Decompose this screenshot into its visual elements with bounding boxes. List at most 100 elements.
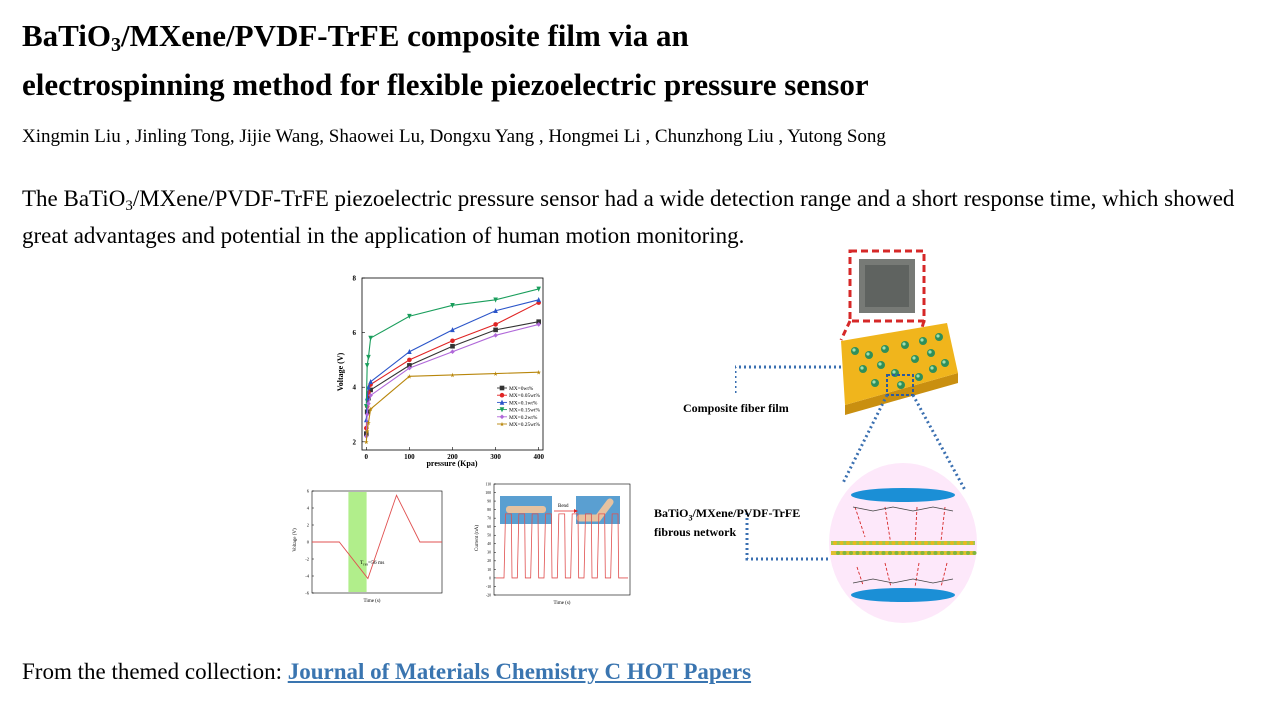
- data-point: [499, 385, 505, 391]
- current-pulse-line: [496, 513, 628, 579]
- chart-y-label: Current (nA): [475, 525, 480, 551]
- response-voltage-line: [312, 494, 442, 580]
- mxene-atom: [839, 541, 844, 545]
- data-point: [493, 297, 498, 303]
- author-list: Xingmin Liu , Jinling Tong, Jijie Wang, …: [22, 126, 886, 147]
- data-point: [536, 322, 541, 327]
- zoom-line-sphere-right: [911, 394, 967, 491]
- data-point: [450, 327, 455, 333]
- composite-film: [841, 323, 958, 405]
- particle-highlight: [878, 362, 882, 366]
- data-point: [536, 286, 541, 292]
- y-tick-label: 80: [487, 508, 491, 512]
- particle-highlight: [916, 374, 920, 378]
- mxene-atom: [878, 541, 883, 545]
- mxene-atom: [898, 541, 902, 545]
- chart-y-label: Voltage (V): [293, 528, 298, 552]
- mxene-atom: [865, 541, 870, 545]
- mxene-atom: [859, 541, 863, 545]
- y-tick-label: 0: [489, 576, 491, 580]
- response-shaded-band: [348, 492, 367, 592]
- data-point: [368, 393, 373, 398]
- mxene-atom: [862, 551, 866, 555]
- data-point: [364, 417, 369, 423]
- film-photo-inner: [865, 265, 909, 307]
- chart-x-label: pressure (Kpa): [426, 459, 477, 468]
- data-point: [493, 307, 498, 314]
- mxene-atom: [852, 541, 857, 545]
- particle-highlight: [872, 380, 876, 384]
- x-tick-label: 400: [533, 453, 544, 461]
- film-particles: [851, 333, 949, 389]
- data-point: [364, 428, 370, 434]
- mxene-atom: [846, 541, 850, 545]
- y-tick-label: -10: [486, 585, 491, 589]
- mxene-atom: [972, 551, 977, 555]
- y-tick-label: -2: [305, 557, 309, 562]
- y-tick-label: 6: [307, 489, 310, 494]
- legend-label: MX=0.1wt%: [509, 400, 538, 406]
- data-point: [366, 401, 371, 406]
- data-point: [368, 335, 373, 341]
- legend-label: MX=0.2wt%: [509, 415, 538, 421]
- mxene-atom: [849, 551, 853, 555]
- mxene-atom: [956, 541, 961, 545]
- y-tick-label: 40: [487, 542, 491, 546]
- series: [364, 286, 541, 410]
- paper-title: BaTiO3/MXene/PVDF-TrFE composite film vi…: [22, 18, 869, 102]
- y-tick-label: 4: [353, 384, 357, 392]
- data-point: [407, 363, 412, 368]
- data-point: [493, 327, 498, 333]
- collection-link[interactable]: Journal of Materials Chemistry C HOT Pap…: [287, 659, 752, 684]
- mxene-atom: [950, 541, 954, 545]
- y-tick-label: 10: [487, 568, 491, 572]
- mxene-atom: [953, 551, 957, 555]
- zoom-line-right: [919, 320, 926, 332]
- mxene-atom: [881, 551, 886, 555]
- mxene-atom: [966, 551, 970, 555]
- mxene-atom: [914, 551, 918, 555]
- y-tick-label: 0: [307, 540, 310, 545]
- data-point: [499, 399, 505, 405]
- data-point: [499, 421, 505, 427]
- polymer-chains: [852, 506, 954, 584]
- x-tick-label: 100: [404, 453, 415, 461]
- tres-annotation: Tres=56 ms: [360, 560, 384, 567]
- y-tick-label: 50: [487, 534, 491, 538]
- y-tick-label: 4: [307, 506, 310, 511]
- particle-highlight: [882, 346, 886, 350]
- particle-highlight: [920, 338, 924, 342]
- particle-highlight: [936, 334, 940, 338]
- y-tick-label: 6: [353, 329, 357, 337]
- chart-y-label: Voltage (V): [336, 352, 345, 391]
- mxene-atom: [868, 551, 873, 555]
- y-tick-label: 70: [487, 517, 491, 521]
- themed-collection-footer: From the themed collection: Journal of M…: [22, 659, 751, 685]
- mxene-atom: [907, 551, 912, 555]
- chart-series: [364, 286, 541, 445]
- data-point: [368, 387, 373, 393]
- mxene-atom: [924, 541, 928, 545]
- data-point: [499, 414, 505, 420]
- top-electrode: [851, 488, 955, 502]
- chart-x-label: Time (s): [364, 599, 381, 604]
- data-point: [450, 338, 455, 344]
- data-point: [536, 297, 541, 303]
- data-point: [493, 322, 498, 327]
- mxene-atom: [943, 541, 948, 545]
- data-point: [364, 439, 369, 445]
- particle-highlight: [860, 366, 864, 370]
- series: [364, 369, 541, 445]
- composite-fiber-film-label: Composite fiber film: [683, 401, 789, 415]
- mxene-atom: [940, 551, 944, 555]
- particle-highlight: [898, 382, 902, 386]
- network-leader-line: [745, 513, 831, 561]
- chart-legend: MX=0wt%MX=0.05wt%MX=0.1wt%MX=0.15wt%MX=0…: [497, 385, 541, 428]
- y-tick-label: 90: [487, 499, 491, 503]
- data-point: [364, 404, 369, 410]
- footer-prefix: From the themed collection:: [22, 659, 288, 684]
- mxene-atom: [833, 541, 837, 545]
- data-point: [493, 333, 498, 338]
